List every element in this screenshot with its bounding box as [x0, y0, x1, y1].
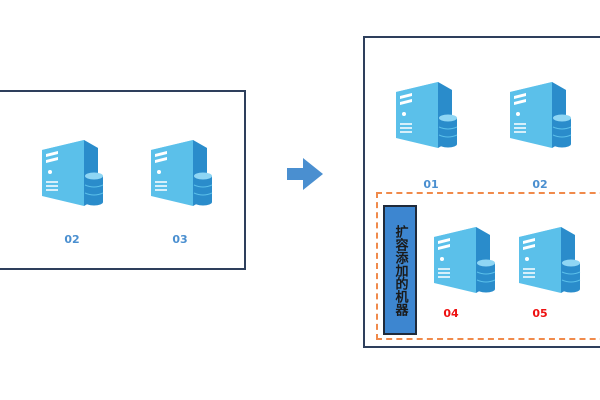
- server-icon: [515, 225, 583, 295]
- server-label: 03: [172, 233, 188, 246]
- expansion-group-frame: [376, 192, 600, 340]
- server-icon: [147, 138, 215, 208]
- expansion-tag: 扩容添加的机器: [383, 205, 417, 335]
- server-label: 02: [64, 233, 80, 246]
- expansion-tag-text: 扩容添加的机器: [392, 224, 408, 316]
- server-icon: [430, 225, 498, 295]
- server-icon: [506, 80, 574, 150]
- server-label: 02: [532, 178, 548, 191]
- server-icon: [38, 138, 106, 208]
- arrow-right-icon: [285, 152, 327, 196]
- server-label: 05: [532, 307, 548, 320]
- server-label: 01: [423, 178, 439, 191]
- server-icon: [392, 80, 460, 150]
- server-label: 04: [443, 307, 459, 320]
